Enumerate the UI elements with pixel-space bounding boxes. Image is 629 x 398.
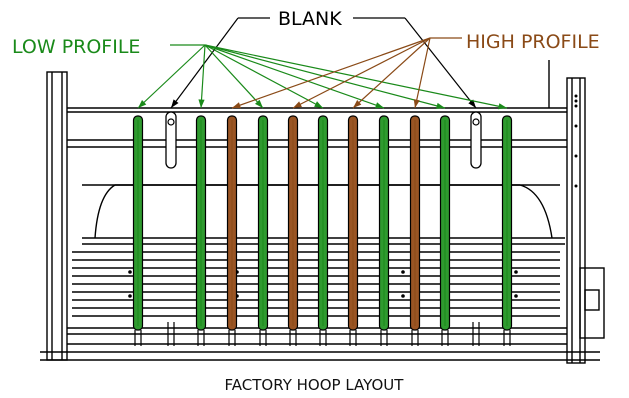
low-profile-leader-line xyxy=(204,44,446,109)
hoop-low-5 xyxy=(257,115,269,346)
high-profile-leader-line xyxy=(231,37,431,109)
hoop-high-8 xyxy=(347,115,359,346)
low-profile-leader-arrow xyxy=(375,102,384,109)
hoop-low-7 xyxy=(317,115,329,346)
low-profile-label: LOW PROFILE xyxy=(12,36,140,58)
low-profile-leader-arrow xyxy=(138,99,147,108)
high-profile-leader-arrow xyxy=(232,102,241,109)
hoop-high-4 xyxy=(226,115,238,346)
low-profile-leader-line xyxy=(204,44,385,109)
leader-lines xyxy=(137,17,508,110)
hoop-blank-2 xyxy=(165,111,177,346)
blank-label: BLANK xyxy=(278,8,342,30)
low-profile-leader-arrow xyxy=(498,103,507,110)
high-profile-leader-line xyxy=(352,37,431,109)
blank-leader-arrow xyxy=(468,99,476,108)
hoop-high-6 xyxy=(287,115,299,346)
blank-leader-line xyxy=(404,17,477,109)
hoop-low-1 xyxy=(132,115,144,346)
low-profile-leader-line xyxy=(204,44,324,109)
hoop-low-13 xyxy=(501,115,513,346)
low-profile-leader-line xyxy=(204,44,508,109)
hoop-blank-12 xyxy=(470,111,482,346)
low-profile-leader-line xyxy=(137,44,206,109)
high-profile-leader-arrow xyxy=(413,99,420,108)
hoops-layer xyxy=(132,111,513,346)
hoop-low-3 xyxy=(195,115,207,346)
low-profile-leader-arrow xyxy=(436,102,445,109)
low-profile-leader-line xyxy=(200,44,206,109)
diagram-caption: FACTORY HOOP LAYOUT xyxy=(225,376,405,394)
hoop-low-11 xyxy=(439,115,451,346)
low-profile-leader-line xyxy=(204,44,264,109)
hoop-high-10 xyxy=(409,115,421,346)
blank-leader-line xyxy=(170,17,239,109)
trailer-frame xyxy=(40,60,605,364)
high-profile-leader-arrow xyxy=(293,101,302,108)
hoop-low-9 xyxy=(378,115,390,346)
high-profile-label: HIGH PROFILE xyxy=(466,31,600,53)
high-profile-leader-arrow xyxy=(353,100,362,108)
low-profile-leader-arrow xyxy=(198,99,205,108)
blank-leader-arrow xyxy=(171,99,179,108)
low-profile-leader-arrow xyxy=(314,101,323,108)
low-profile-leader-arrow xyxy=(255,99,263,108)
high-profile-leader-line xyxy=(292,37,431,109)
high-profile-leader-line xyxy=(414,37,431,109)
